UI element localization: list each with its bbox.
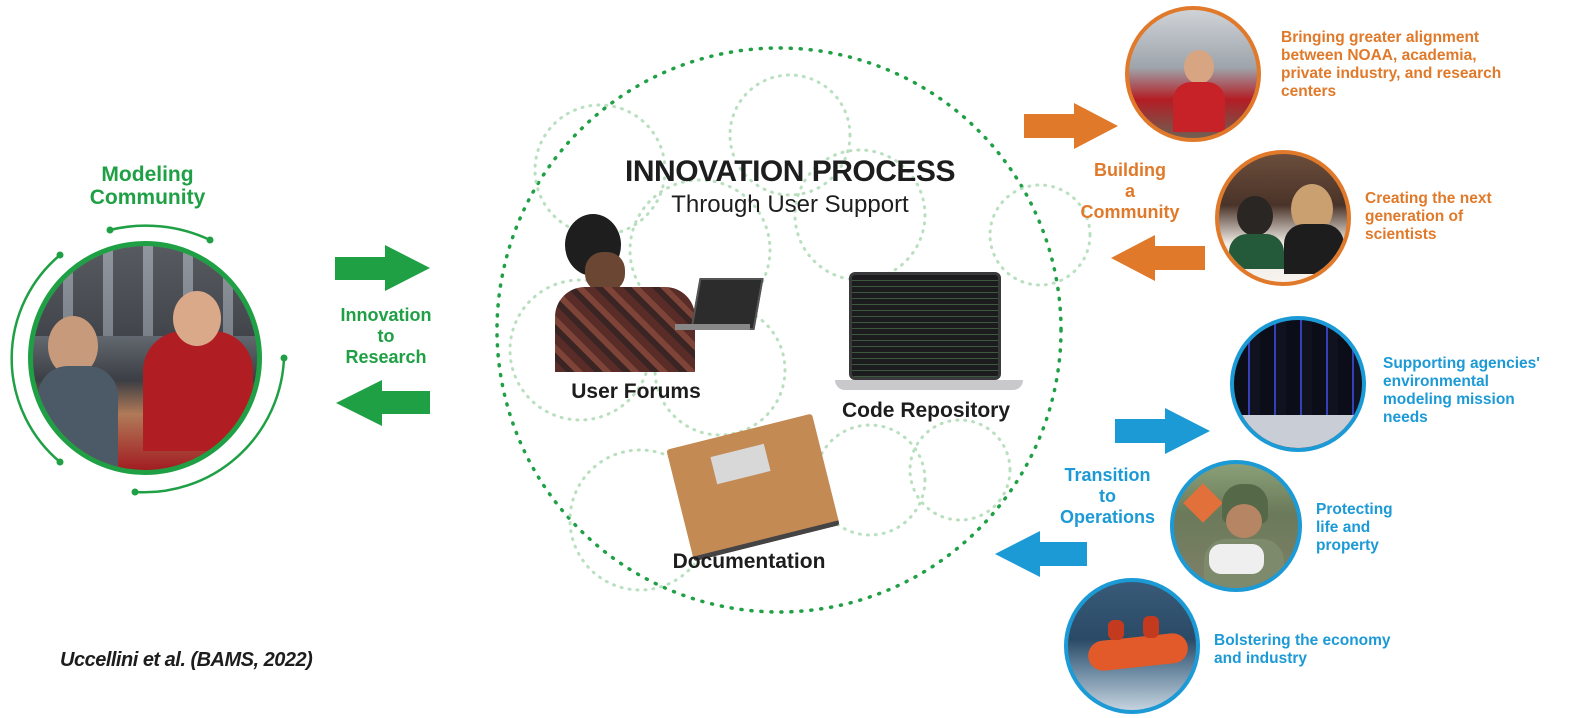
user-forums-illustration <box>555 212 764 377</box>
modeling-community-title: Modeling Community <box>89 163 206 209</box>
code-repository-laptop <box>835 272 1023 394</box>
blue-arrow-left <box>995 531 1087 577</box>
innovation-process-title: INNOVATION PROCESS <box>625 155 955 188</box>
citation: Uccellini et al. (BAMS, 2022) <box>60 649 313 671</box>
documentation-folder <box>666 413 840 562</box>
protecting-life-text: Protecting life and property <box>1316 501 1393 554</box>
next-generation-photo <box>1215 150 1351 286</box>
green-arrow-right <box>335 245 430 291</box>
green-arrow-left <box>336 380 430 426</box>
innovation-process-dotted-circle <box>495 46 1063 614</box>
alignment-text: Bringing greater alignment between NOAA,… <box>1281 29 1502 100</box>
transition-to-operations-label: Transition to Operations <box>1059 465 1156 527</box>
economy-photo <box>1064 578 1200 714</box>
documentation-label: Documentation <box>672 550 826 573</box>
innovation-to-research-label: Innovation to Research <box>340 305 432 367</box>
alignment-photo <box>1125 6 1261 142</box>
orange-arrow-right <box>1024 103 1118 149</box>
blue-arrow-right <box>1115 408 1210 454</box>
protecting-life-photo <box>1170 460 1302 592</box>
economy-text: Bolstering the economy and industry <box>1214 632 1391 667</box>
code-repository-label: Code Repository <box>841 399 1011 422</box>
supporting-agencies-text: Supporting agencies' environmental model… <box>1383 355 1540 426</box>
modeling-community-photo <box>28 241 262 475</box>
supercomputer-photo <box>1230 316 1366 452</box>
user-forums-label: User Forums <box>571 380 701 403</box>
next-generation-text: Creating the next generation of scientis… <box>1365 190 1492 243</box>
building-community-label: Building a Community <box>1080 160 1180 222</box>
orange-arrow-left <box>1111 235 1205 281</box>
innovation-process-subtitle: Through User Support <box>671 191 909 218</box>
